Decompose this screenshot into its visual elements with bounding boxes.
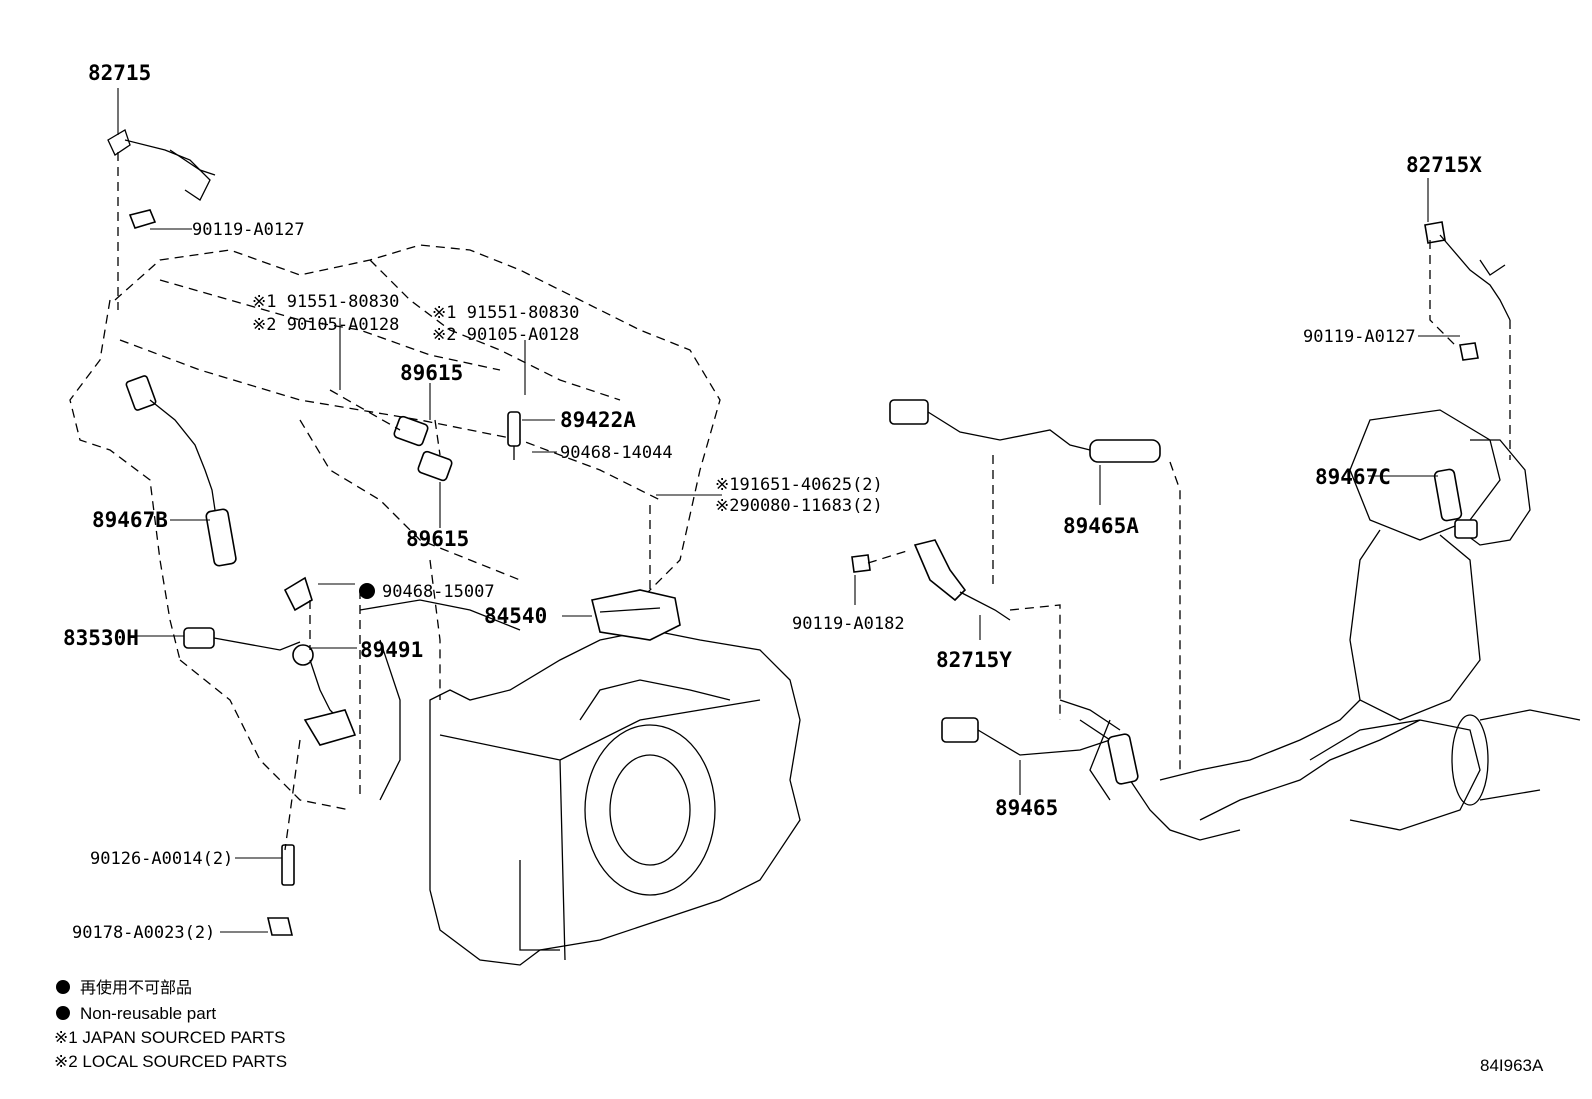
non-reusable-marker-icon bbox=[359, 583, 375, 599]
callout-89465: 89465 bbox=[995, 796, 1058, 820]
callout-90468-15007: 90468-15007 bbox=[382, 582, 495, 602]
legend-local-sourced: ※2 LOCAL SOURCED PARTS bbox=[54, 1052, 287, 1071]
callout-89615-bottom: 89615 bbox=[406, 527, 469, 551]
sensor-89491-shape bbox=[283, 576, 357, 746]
legend-non-reusable-jp: 再使用不可部品 bbox=[80, 978, 192, 997]
callout-89491: 89491 bbox=[360, 638, 423, 662]
sensor-89615-shape bbox=[393, 415, 453, 482]
callout-89465A: 89465A bbox=[1063, 514, 1139, 538]
legend-dot-en-icon bbox=[56, 1006, 70, 1020]
callout-89615-top: 89615 bbox=[400, 361, 463, 385]
callout-90080-11683: ※290080-11683(2) bbox=[715, 496, 883, 516]
phantom-lines bbox=[117, 152, 1511, 851]
sensor-89465-shape bbox=[941, 717, 1139, 785]
sensor-89467C-shape bbox=[1433, 439, 1531, 546]
transaxle bbox=[359, 599, 801, 966]
callout-89467B: 89467B bbox=[92, 508, 168, 532]
legend-dot-jp-icon bbox=[56, 980, 70, 994]
bracket-82715-shape bbox=[107, 129, 216, 229]
callout-83530H: 83530H bbox=[63, 626, 139, 650]
sensor-89467B-shape bbox=[125, 375, 237, 567]
legend: 再使用不可部品 Non-reusable part ※1 JAPAN SOURC… bbox=[54, 978, 287, 1071]
engine-block-outline bbox=[69, 244, 721, 811]
bracket-82715X-shape bbox=[1424, 221, 1511, 361]
stud-nut-shape bbox=[266, 844, 295, 936]
callout-82715Y: 82715Y bbox=[936, 648, 1012, 672]
callout-90105-A0128-a: ※2 90105-A0128 bbox=[252, 315, 399, 335]
callout-90119-A0127-left: 90119-A0127 bbox=[192, 220, 305, 240]
callout-82715: 82715 bbox=[88, 61, 151, 85]
sensor-83530H-shape bbox=[183, 627, 301, 651]
sensor-89465A-shape bbox=[889, 399, 1161, 463]
callout-90126-A0014: 90126-A0014(2) bbox=[90, 849, 233, 869]
legend-japan-sourced: ※1 JAPAN SOURCED PARTS bbox=[54, 1028, 286, 1047]
callout-84540: 84540 bbox=[484, 604, 547, 628]
callout-89422A: 89422A bbox=[560, 408, 636, 432]
clip-82715Y-shape bbox=[851, 539, 1011, 621]
switch-84540-shape bbox=[591, 589, 681, 641]
sensor-89422A-shape bbox=[507, 411, 521, 460]
callout-90105-A0128-b: ※2 90105-A0128 bbox=[432, 325, 579, 345]
leader-lines bbox=[117, 88, 1460, 933]
callout-90119-A0182: 90119-A0182 bbox=[792, 614, 905, 634]
exhaust-system bbox=[1059, 409, 1581, 841]
callout-90468-14044: 90468-14044 bbox=[560, 443, 673, 463]
callout-90119-A0127-right: 90119-A0127 bbox=[1303, 327, 1416, 347]
callout-91551-80830-b: ※1 91551-80830 bbox=[432, 303, 579, 323]
legend-non-reusable-en: Non-reusable part bbox=[80, 1004, 216, 1023]
callout-91651-40625: ※191651-40625(2) bbox=[715, 475, 883, 495]
callout-89467C: 89467C bbox=[1315, 465, 1391, 489]
callout-82715X: 82715X bbox=[1406, 153, 1482, 177]
diagram-code: 84I963A bbox=[1480, 1056, 1544, 1075]
callout-90178-A0023: 90178-A0023(2) bbox=[72, 923, 215, 943]
callout-91551-80830-a: ※1 91551-80830 bbox=[252, 292, 399, 312]
